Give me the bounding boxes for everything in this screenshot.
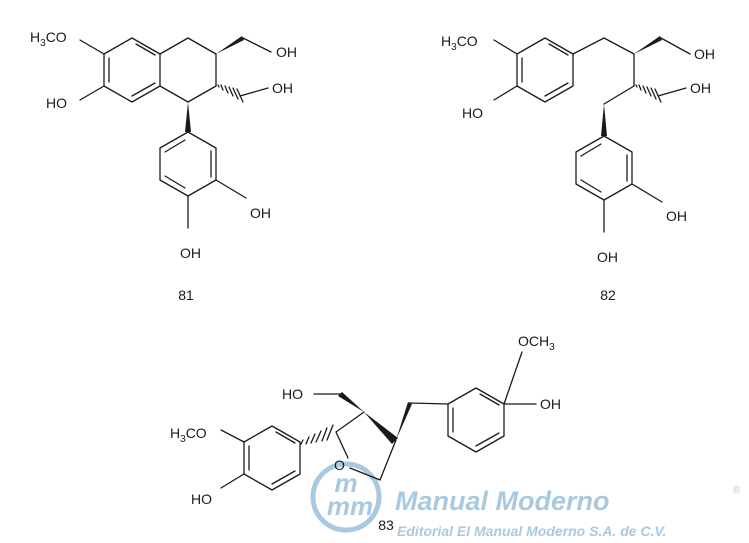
c82-ch2oh-mid-label: OH: [690, 80, 711, 96]
c82-ring-c-double-2: [580, 179, 602, 193]
watermark-name: Manual Moderno: [395, 486, 610, 516]
c81-bond-ch2-top: [242, 37, 272, 53]
c82-ch2oh-top-label: OH: [694, 46, 715, 62]
watermark-registered: ®: [733, 485, 741, 496]
c81-wedge-ch2oh-top: [216, 36, 244, 54]
compound-82: H3CO HO OH OH OH OH 82: [441, 33, 715, 303]
c83-ring-right: [447, 387, 505, 453]
c81-bond-ome: [79, 39, 105, 55]
c81-ring-a: [103, 37, 161, 103]
c82-bond-c8: [603, 37, 635, 55]
c82-ring-a: [516, 37, 574, 103]
c83-wedge-ch2: [396, 402, 412, 440]
c82-hydroxy-label: HO: [462, 105, 483, 121]
c83-ring-left: [243, 425, 301, 491]
c81-bond-oh: [79, 85, 105, 101]
c81-ch2oh-mid-label: OH: [272, 80, 293, 96]
c81-ring-b: [159, 37, 217, 103]
watermark-logo: m mm: [310, 461, 382, 533]
c82-catechol-oh4-label: OH: [597, 249, 618, 265]
c81-hash-ch2oh-mid: [217, 84, 244, 103]
c82-bond-oh3: [631, 183, 663, 203]
c81-wedge-aryl: [185, 102, 191, 132]
c82-bond-ch2oh-top: [660, 37, 691, 55]
c82-ring-c-double-3: [580, 143, 602, 157]
c83-ring-left-double-3: [271, 470, 296, 485]
c83-ring-left-double-1: [275, 431, 296, 444]
c83-ring-right-double-3: [475, 432, 500, 447]
c83-bond-ome-right: [503, 351, 523, 405]
c81-methoxy-label: H3CO: [30, 29, 67, 49]
c83-hash-aryl: [300, 424, 334, 445]
c81-catechol-oh3-label: OH: [250, 205, 271, 221]
c83-ring-oxygen-label: O: [334, 457, 345, 473]
c83-bond-oh-left: [220, 473, 245, 489]
c83-hydroxy-right-label: OH: [540, 396, 561, 412]
watermark-publisher: Editorial El Manual Moderno S.A. de C.V.: [397, 523, 666, 539]
compound-83: H3CO HO O HO OCH3 OH 83: [170, 333, 561, 533]
c83-wedge-c3-c4: [364, 412, 398, 444]
c83-wedge-ch2oh: [338, 392, 364, 412]
c83-bond-ch2-aryl: [409, 402, 449, 405]
c83-bond-ome-left: [220, 429, 245, 443]
c81-ring-c-double-3: [164, 139, 186, 153]
c83-number: 83: [378, 517, 394, 533]
c83-hydroxy-left-label: HO: [191, 491, 212, 507]
c81-bond-ch2-mid: [239, 87, 269, 97]
c81-ring-a-double-1: [135, 43, 156, 56]
c82-bond-ch2: [572, 37, 605, 55]
c81-ring-c: [159, 131, 217, 197]
c82-bond-ch2-b: [603, 85, 635, 105]
c81-hydroxy-label: HO: [46, 95, 67, 111]
c82-wedge-aryl: [601, 104, 607, 136]
c82-catechol-oh3-label: OH: [666, 208, 687, 224]
c83-bond-c2-o: [335, 431, 349, 459]
c81-ch2oh-top-label: OH: [276, 44, 297, 60]
c81-ring-c-double-2: [164, 175, 186, 189]
c83-ch2oh-label: HO: [282, 386, 303, 402]
c81-catechol-oh4-label: OH: [180, 245, 201, 261]
c83-bond-c2-c3: [335, 411, 365, 433]
c82-bond-ome: [493, 39, 518, 55]
c82-ring-a-double-1: [548, 43, 569, 56]
c82-methoxy-label: H3CO: [441, 33, 478, 53]
c81-bond-oh3: [215, 179, 247, 199]
c83-bond-o-c5-c4: [349, 439, 397, 481]
c81-ring-a-double-3: [131, 82, 156, 97]
c83-methoxy-right-label: OCH3: [518, 333, 555, 353]
watermark-logo-letters-2: mm: [327, 491, 373, 521]
c82-bond-ch2oh-mid: [657, 87, 687, 97]
c82-ring-c: [575, 135, 633, 201]
watermark-logo-letters: m: [334, 468, 357, 498]
c83-methoxy-left-label: H3CO: [170, 425, 207, 445]
watermark: m mm Manual Moderno ® Editorial El Manua…: [310, 461, 741, 539]
c83-ring-right-double-1: [479, 393, 500, 406]
c82-number: 82: [600, 287, 616, 303]
c82-ring-a-double-3: [544, 82, 569, 97]
c82-bond-oh: [493, 85, 518, 101]
c81-number: 81: [178, 287, 194, 303]
c82-hash-ch2oh-mid: [635, 84, 662, 103]
c82-wedge-ch2oh-top: [634, 36, 662, 54]
compound-81: H3CO HO OH OH OH OH 81: [30, 29, 297, 303]
